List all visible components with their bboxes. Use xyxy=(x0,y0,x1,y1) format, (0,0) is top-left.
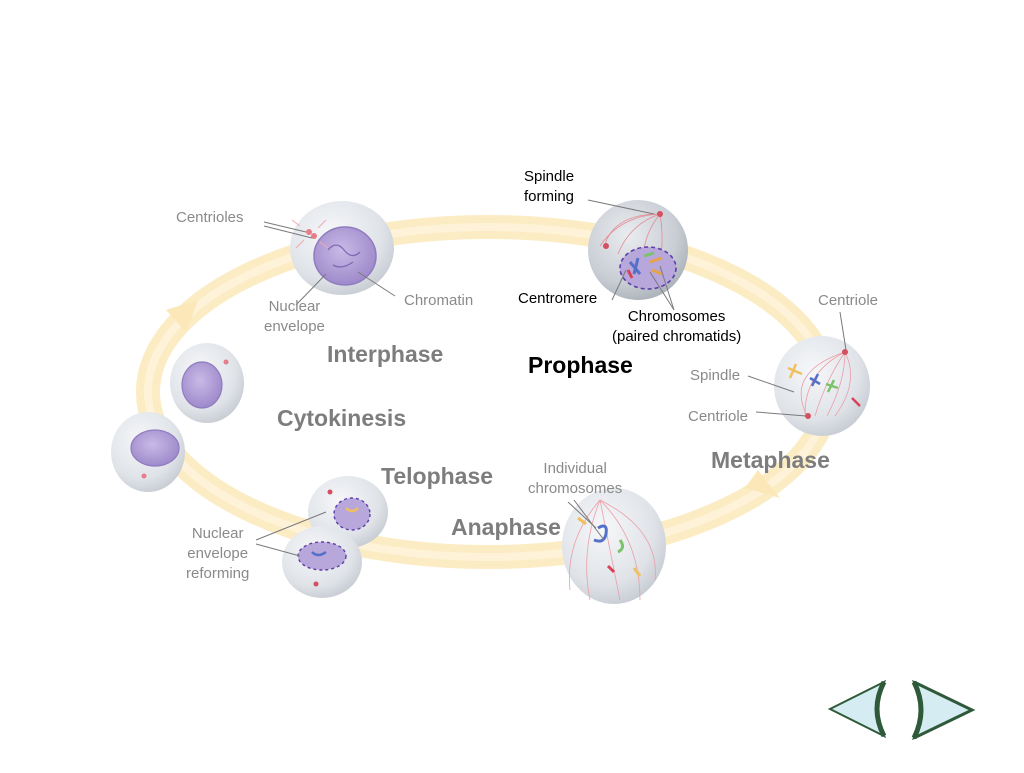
label-line: chromosomes xyxy=(528,480,623,497)
phase-interphase: Interphase xyxy=(327,341,444,367)
label-chromatin: Chromatin xyxy=(404,292,474,309)
label-centriole-bottom: Centriole xyxy=(688,408,749,425)
label-line: envelope xyxy=(264,318,325,335)
phase-telophase: Telophase xyxy=(381,463,494,489)
label-line: reforming xyxy=(186,565,250,582)
label-spindle-forming: Spindle forming xyxy=(524,167,574,207)
phase-metaphase: Metaphase xyxy=(711,447,830,473)
label-line: Nuclear xyxy=(191,525,244,542)
previous-button[interactable] xyxy=(826,678,888,740)
label-spindle: Spindle xyxy=(690,367,741,384)
cytokinesis-cell-lower xyxy=(111,412,185,492)
label-line: Individual xyxy=(543,460,607,477)
label-centrioles: Centrioles xyxy=(176,209,244,226)
metaphase-cell xyxy=(774,336,870,436)
interphase-cell xyxy=(290,201,394,295)
right-arrow-icon xyxy=(911,679,976,741)
label-line: Chromosomes xyxy=(627,308,726,325)
cycle-track xyxy=(136,215,840,569)
label-centriole-top: Centriole xyxy=(818,292,879,309)
label-individual-chromosomes: Individual chromosomes xyxy=(528,459,622,499)
left-arrow-icon xyxy=(827,679,887,739)
label-line: forming xyxy=(524,188,575,205)
phase-prophase: Prophase xyxy=(528,352,633,378)
leader-lines xyxy=(255,199,847,557)
label-chromosomes: Chromosomes (paired chromatids) xyxy=(612,307,741,347)
telophase-cell xyxy=(282,476,388,598)
track-arrowhead-left xyxy=(166,300,198,332)
phase-cytokinesis: Cytokinesis xyxy=(277,405,407,431)
label-line: Nuclear xyxy=(268,298,321,315)
label-nuclear-envelope-reforming: Nuclear envelope reforming xyxy=(186,524,249,584)
next-button[interactable] xyxy=(908,678,976,742)
label-nuclear-envelope: Nuclear envelope xyxy=(264,297,325,337)
cytokinesis-cell-upper xyxy=(170,343,244,423)
track-arrowhead-right xyxy=(745,470,780,498)
label-line: Spindle xyxy=(524,168,575,185)
anaphase-cell xyxy=(562,488,666,604)
label-centromere: Centromere xyxy=(518,290,598,307)
phase-anaphase: Anaphase xyxy=(451,514,561,540)
label-line: (paired chromatids) xyxy=(612,328,742,345)
label-line: envelope xyxy=(187,545,249,562)
prophase-cell xyxy=(588,200,688,300)
